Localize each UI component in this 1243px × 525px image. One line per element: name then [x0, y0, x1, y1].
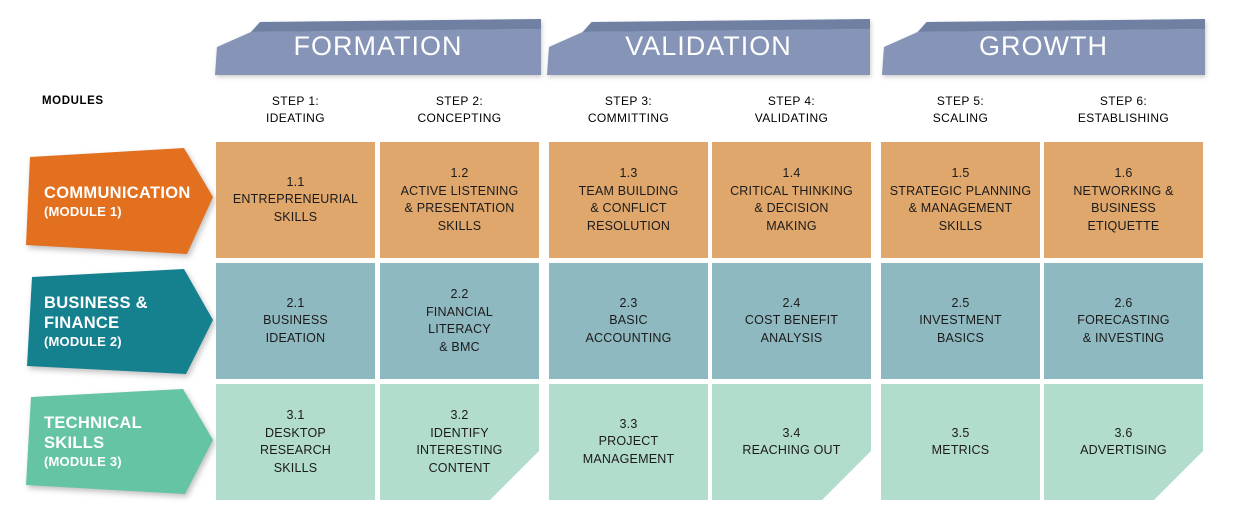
cell-3-3: 3.3 PROJECT MANAGEMENT [549, 384, 708, 500]
cell-3-1: 3.1 DESKTOP RESEARCH SKILLS [216, 384, 375, 500]
cell-2-4: 2.4 COST BENEFIT ANALYSIS [712, 263, 871, 379]
module-arrow-communication: COMMUNICATION (MODULE 1) [24, 145, 214, 257]
arrow-pentagon [27, 269, 213, 374]
cell-number: 1.3 [619, 166, 638, 180]
step-label-1: STEP 1: IDEATING [266, 94, 325, 125]
cell-number: 1.6 [1114, 166, 1133, 180]
cell-title: NETWORKING & BUSINESS ETIQUETTE [1073, 183, 1174, 233]
cell-number: 3.5 [951, 425, 970, 440]
cell-number: 3.6 [1114, 425, 1133, 440]
cell-number: 3.1 [286, 408, 305, 422]
cell-title: BUSINESS IDEATION [263, 313, 328, 345]
arrow-shape [27, 269, 213, 374]
cell-3-5: 3.5 METRICS [881, 384, 1040, 500]
arrow-shape [26, 389, 213, 494]
module-number-label: (MODULE 3) [44, 453, 122, 469]
cell-number: 2.4 [782, 295, 801, 310]
banner-ribbon-shape [882, 19, 1205, 75]
cell-number: 3.4 [782, 425, 801, 440]
module-arrow-text: COMMUNICATION (MODULE 1) [44, 145, 191, 257]
module-arrow-text: BUSINESS & FINANCE (MODULE 2) [44, 265, 148, 377]
cell-1-5: 1.5 STRATEGIC PLANNING & MANAGEMENT SKIL… [881, 142, 1040, 258]
cell-title: CRITICAL THINKING & DECISION MAKING [730, 183, 853, 233]
cell-2-6: 2.6 FORECASTING & INVESTING [1044, 263, 1203, 379]
cell-2-2: 2.2 FINANCIAL LITERACY & BMC [380, 263, 539, 379]
module-arrow-business-finance: BUSINESS & FINANCE (MODULE 2) [24, 265, 214, 377]
cell-3-4: 3.4 REACHING OUT [712, 384, 871, 500]
cell-1-2: 1.2 ACTIVE LISTENING & PRESENTATION SKIL… [380, 142, 539, 258]
cell-2-5: 2.5 INVESTMENT BASICS [881, 263, 1040, 379]
phase-label-growth: GROWTH [979, 31, 1108, 61]
modules-caption: MODULES [42, 95, 104, 107]
banner-face [547, 29, 870, 75]
module-arrow-text: TECHNICAL SKILLS (MODULE 3) [44, 385, 142, 497]
module-name: COMMUNICATION [44, 183, 191, 202]
cell-number: 3.2 [450, 408, 469, 422]
cell-number: 2.6 [1114, 295, 1133, 310]
cell-1-3: 1.3 TEAM BUILDING & CONFLICT RESOLUTION [549, 142, 708, 258]
phase-banner-growth: GROWTH [882, 19, 1205, 75]
cell-1-4: 1.4 CRITICAL THINKING & DECISION MAKING [712, 142, 871, 258]
cell-title: ENTREPRENEURIAL SKILLS [232, 192, 359, 224]
cell-number: 1.2 [450, 166, 469, 180]
module-name: TECHNICAL SKILLS [44, 413, 143, 452]
banner-ribbon-shape [215, 19, 541, 75]
cell-title: BASIC ACCOUNTING [585, 313, 672, 345]
cell-title: FORECASTING & INVESTING [1077, 313, 1170, 345]
banner-face [215, 29, 541, 75]
banner-top-face [251, 19, 541, 32]
cell-3-2: 3.2 IDENTIFY INTERESTING CONTENT [380, 384, 539, 500]
module-arrow-technical-skills: TECHNICAL SKILLS (MODULE 3) [24, 385, 214, 497]
cell-number: 2.1 [286, 295, 305, 310]
cell-1-6: 1.6 NETWORKING & BUSINESS ETIQUETTE [1044, 142, 1203, 258]
banner-face [882, 29, 1205, 75]
cell-number: 2.3 [619, 295, 638, 310]
arrow-pentagon [26, 148, 213, 254]
cell-title: STRATEGIC PLANNING & MANAGEMENT SKILLS [889, 183, 1032, 233]
cell-2-1: 2.1 BUSINESS IDEATION [216, 263, 375, 379]
arrow-shape [26, 148, 213, 254]
module-number-label: (MODULE 1) [44, 203, 122, 219]
banner-top-face [917, 19, 1205, 32]
cell-title: INVESTMENT BASICS [919, 313, 1002, 345]
phase-banner-validation: VALIDATION [547, 19, 870, 75]
cell-number: 1.1 [286, 174, 305, 189]
module-number-label: (MODULE 2) [44, 333, 122, 349]
cell-title: DESKTOP RESEARCH SKILLS [259, 425, 332, 475]
step-label-5: STEP 5: SCALING [932, 94, 989, 125]
cell-title: IDENTIFY INTERESTING CONTENT [416, 425, 503, 475]
cell-title: REACHING OUT [742, 443, 841, 457]
module-name: BUSINESS & FINANCE [44, 293, 148, 332]
cell-title: METRICS [931, 443, 990, 457]
cell-number: 3.3 [619, 416, 638, 431]
cell-number: 2.5 [951, 295, 970, 310]
cell-title: COST BENEFIT ANALYSIS [744, 313, 839, 345]
phase-label-validation: VALIDATION [625, 31, 792, 61]
step-label-6: STEP 6: ESTABLISHING [1077, 94, 1170, 125]
phase-label-formation: FORMATION [293, 31, 463, 61]
step-label-4: STEP 4: VALIDATING [754, 94, 829, 125]
cell-2-3: 2.3 BASIC ACCOUNTING [549, 263, 708, 379]
step-label-2: STEP 2: CONCEPTING [417, 94, 502, 125]
banner-top-face [582, 19, 870, 32]
cell-number: 2.2 [450, 287, 469, 301]
cell-title: FINANCIAL LITERACY & BMC [425, 304, 494, 354]
cell-3-6: 3.6 ADVERTISING [1044, 384, 1203, 500]
phase-banner-formation: FORMATION [215, 19, 541, 75]
cell-number: 1.4 [782, 166, 801, 180]
step-label-3: STEP 3: COMMITTING [587, 94, 670, 125]
cell-title: TEAM BUILDING & CONFLICT RESOLUTION [578, 183, 679, 233]
banner-ribbon-shape [547, 19, 870, 75]
cell-1-1: 1.1 ENTREPRENEURIAL SKILLS [216, 142, 375, 258]
cell-title: ADVERTISING [1080, 443, 1167, 457]
cell-title: PROJECT MANAGEMENT [582, 434, 675, 466]
arrow-pentagon [26, 389, 213, 494]
cell-number: 1.5 [951, 166, 970, 180]
cell-title: ACTIVE LISTENING & PRESENTATION SKILLS [400, 183, 519, 233]
